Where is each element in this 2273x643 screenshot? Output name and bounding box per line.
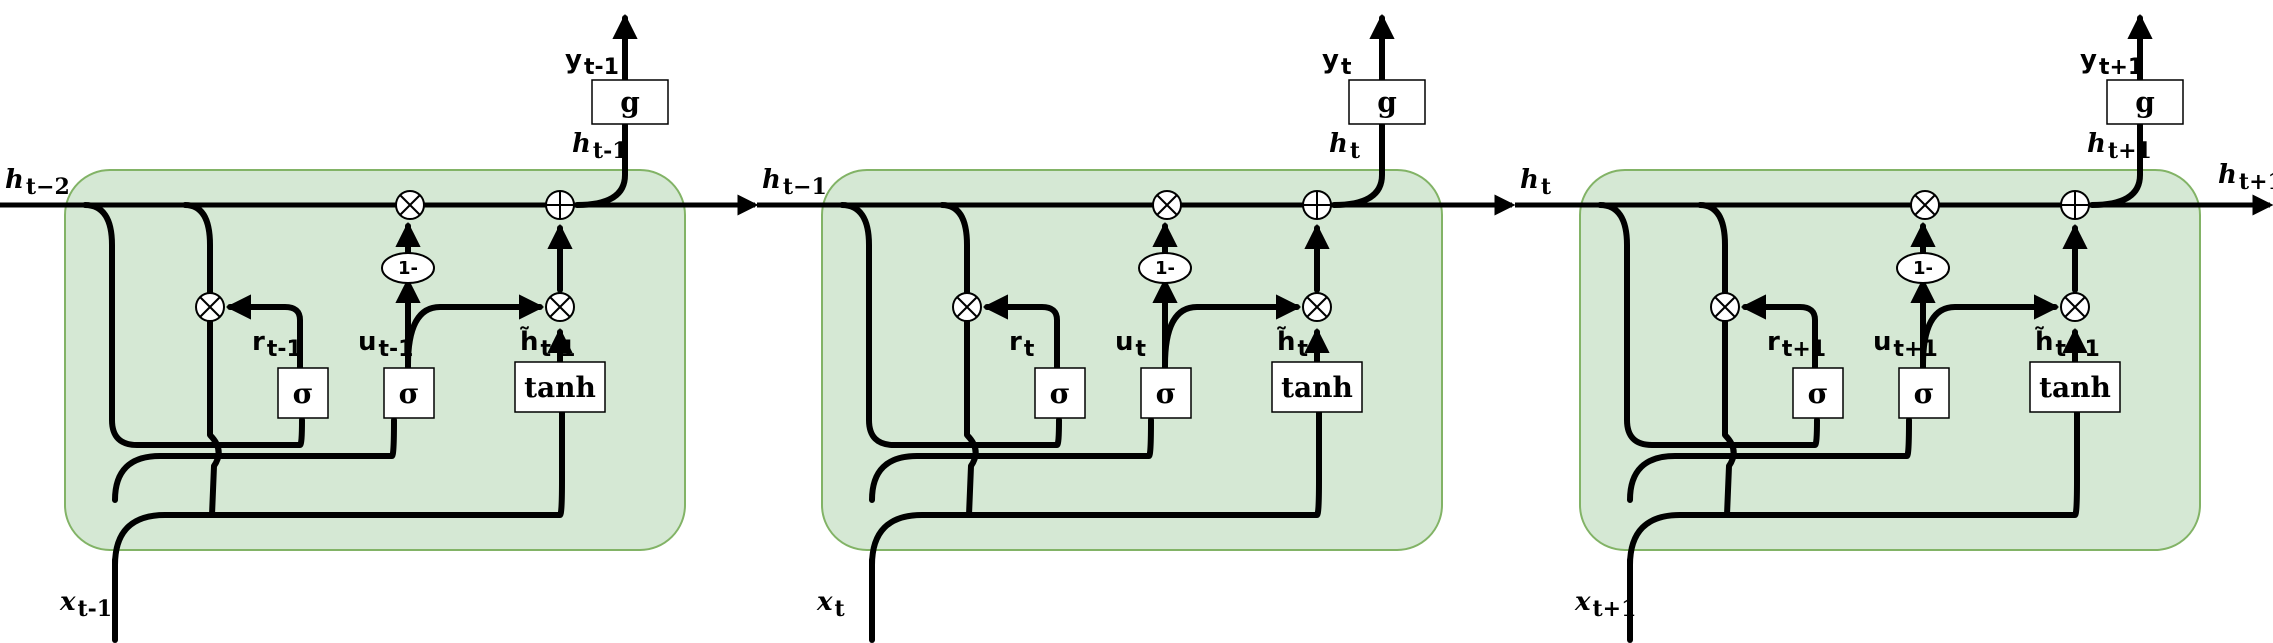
input-to-tanh-wire (1627, 392, 2080, 568)
update-gate-label: ut-1 (358, 327, 413, 362)
svg-text:g: g (620, 86, 640, 119)
reset-mult-op (1710, 292, 1740, 322)
svg-text:tanh: tanh (1281, 371, 1353, 404)
update-to-candidate-mult-wire (1920, 294, 2060, 368)
svg-text:σ: σ (1156, 377, 1177, 410)
update-to-candidate-mult-wire (1162, 294, 1302, 368)
update-gate-sigma-box: σ (1140, 367, 1192, 419)
reset-mult-op (195, 292, 225, 322)
output-g-box: g (1348, 79, 1426, 125)
svg-text:σ: σ (293, 377, 314, 410)
candidate-label: h̃t+1 (2035, 325, 2100, 362)
svg-text:σ: σ (1050, 377, 1071, 410)
input-to-tanh-wire (112, 392, 565, 568)
svg-text:1-: 1- (398, 258, 418, 279)
reset-to-mult-wire (982, 294, 1060, 373)
one-minus-op: 1- (1896, 252, 1950, 284)
candidate-mult-op (2060, 292, 2090, 322)
output-g-box: g (2106, 79, 2184, 125)
svg-text:g: g (2135, 86, 2155, 119)
svg-text:tanh: tanh (2039, 371, 2111, 404)
input-x-label: xt (816, 587, 846, 622)
gru-cell-0: 1- σ σ tanh gyt-1 ht-1 ht−2 rt-1 ut-1 h̃t-1 xt-1 (0, 13, 759, 643)
reset-to-mult-wire (1740, 294, 1818, 373)
svg-text:g: g (1377, 86, 1397, 119)
reset-to-mult-wire (225, 294, 303, 373)
reset-gate-label: rt+1 (1767, 327, 1826, 362)
output-y-label: yt-1 (565, 45, 619, 80)
hidden-state-out-label: ht+1 (2087, 129, 2152, 164)
update-gate-sigma-box: σ (383, 367, 435, 419)
input-to-update-wire (112, 417, 397, 503)
candidate-label: h̃t-1 (520, 325, 575, 362)
update-gate-label: ut+1 (1873, 327, 1938, 362)
forget-mult-op (1152, 190, 1182, 220)
output-y-label: yt (1322, 45, 1352, 80)
svg-text:1-: 1- (1155, 258, 1175, 279)
h-prev-reset-gate-wire (939, 202, 979, 518)
input-to-tanh-wire (869, 392, 1322, 568)
svg-text:σ: σ (399, 377, 420, 410)
cell-background (64, 169, 686, 551)
combine-plus-op (1302, 190, 1332, 220)
candidate-tanh-box: tanh (514, 361, 606, 413)
candidate-tanh-box: tanh (2029, 361, 2121, 413)
candidate-tanh-box: tanh (1271, 361, 1363, 413)
hidden-state-out-label: ht (1329, 129, 1361, 164)
svg-text:σ: σ (1808, 377, 1829, 410)
hidden-state-in-label: ht−1 (762, 165, 827, 200)
candidate-label: h̃t (1277, 325, 1309, 362)
candidate-mult-op (545, 292, 575, 322)
h-prev-reset-gate-wire (182, 202, 222, 518)
reset-gate-sigma-box: σ (277, 367, 329, 419)
reset-gate-sigma-box: σ (1034, 367, 1086, 419)
input-to-update-wire (869, 417, 1154, 503)
gru-cell-2: 1- σ σ tanh g yt+1 ht+1 ht rt+1 ut+1 h̃t+1 xt+1 (1515, 13, 2273, 643)
final-hidden-state-label: ht+1 (2218, 160, 2273, 195)
svg-text:1-: 1- (1913, 258, 1933, 279)
hidden-state-out-label: ht-1 (572, 129, 628, 164)
reset-gate-sigma-box: σ (1792, 367, 1844, 419)
one-minus-op: 1- (1138, 252, 1192, 284)
svg-text:tanh: tanh (524, 371, 596, 404)
gru-cell-1: 1- σ σ tanh gyt ht ht−1 rt ut h̃t xt (757, 13, 1516, 643)
h-to-output-wire (1331, 122, 1385, 208)
cell-background (821, 169, 1443, 551)
update-to-candidate-mult-wire (405, 294, 545, 368)
forget-mult-op (1910, 190, 1940, 220)
combine-plus-op (545, 190, 575, 220)
h-to-output-wire (574, 122, 628, 208)
input-to-update-wire (1627, 417, 1912, 503)
h-prev-reset-gate-wire (1697, 202, 1737, 518)
hidden-state-in-label: ht (1520, 165, 1552, 200)
candidate-mult-op (1302, 292, 1332, 322)
update-gate-sigma-box: σ (1898, 367, 1950, 419)
svg-text:σ: σ (1914, 377, 1935, 410)
h-prev-to-reset-wire (1597, 202, 1820, 448)
h-prev-to-reset-wire (839, 202, 1062, 448)
forget-mult-op (395, 190, 425, 220)
h-to-output-wire (2089, 122, 2143, 208)
h-prev-to-reset-wire (82, 202, 305, 448)
output-g-box: g (591, 79, 669, 125)
reset-gate-label: rt (1009, 327, 1035, 362)
reset-mult-op (952, 292, 982, 322)
input-x-label: xt-1 (59, 587, 112, 622)
hidden-state-in-label: ht−2 (5, 165, 70, 200)
combine-plus-op (2060, 190, 2090, 220)
update-gate-label: ut (1115, 327, 1147, 362)
input-x-label: xt+1 (1574, 587, 1636, 622)
cell-background (1579, 169, 2201, 551)
output-y-label: yt+1 (2080, 45, 2143, 80)
one-minus-op: 1- (381, 252, 435, 284)
reset-gate-label: rt-1 (252, 327, 302, 362)
